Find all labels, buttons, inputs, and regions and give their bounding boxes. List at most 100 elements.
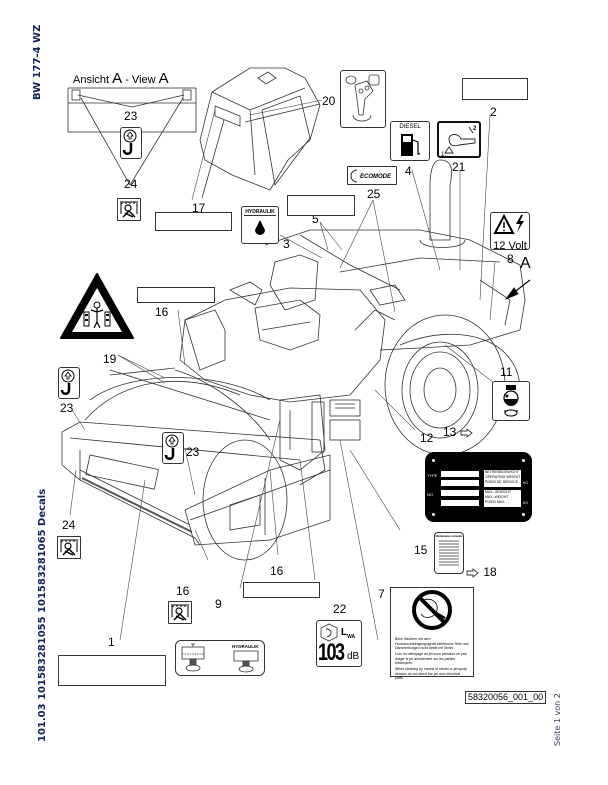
max-weight-box: MAX. GEWICHT MAX. WEIGHT POIDS MAX. xyxy=(484,490,521,507)
blank-decal-17 xyxy=(155,212,232,231)
callout-16-drum: 16 xyxy=(270,564,284,578)
callout-23-front: 23 xyxy=(186,445,200,459)
plate-field xyxy=(441,500,479,506)
callout-23-left: 23 xyxy=(60,401,74,415)
callout-7: 7 xyxy=(378,587,385,601)
drum-oil-decal xyxy=(492,381,530,421)
lever-decal: 1. 2 xyxy=(437,121,481,158)
tie-down-decal-left xyxy=(57,536,81,559)
blank-decal-16 xyxy=(137,287,215,303)
plate-screw xyxy=(432,459,435,462)
view-title: Ansicht A - View A xyxy=(73,70,169,87)
cleaning-notice-decal: Beim Säubern mit dem Hochdruckreinigungs… xyxy=(390,587,474,680)
kg-unit-1: KG xyxy=(523,481,529,485)
blank-decal-5 xyxy=(287,195,355,216)
oil-drop-icon xyxy=(255,220,265,236)
tie-down-point-icon xyxy=(60,539,78,556)
callout-25: 25 xyxy=(367,187,381,201)
noise-unit: dB xyxy=(347,651,360,662)
view-a-frame xyxy=(67,87,197,186)
plate-screw xyxy=(522,459,525,462)
maintenance-lines-icon xyxy=(439,540,459,566)
max-weight-fr: POIDS MAX. xyxy=(485,500,506,504)
view-title-mid: - View xyxy=(122,74,159,86)
callout-18-number: 18 xyxy=(483,565,497,579)
hydraulik-level-label: HYDRAULIK xyxy=(232,644,259,649)
operating-weight-box: BETRIEBSGEWICHT OPERATING WEIGHT POIDS D… xyxy=(484,470,521,487)
plate-no-label: NO xyxy=(427,492,433,497)
cleaning-text-de: Beim Säubern mit dem Hochdruckreinigungs… xyxy=(395,637,469,651)
access-steps xyxy=(311,399,361,453)
lifting-hook-icon xyxy=(164,434,179,460)
hydraulik-tank-decal: HYDRAULIK xyxy=(241,206,279,244)
lever-icon: 1. 2 xyxy=(441,126,477,158)
diesel-decal: DIESEL xyxy=(390,121,430,161)
fuel-pump-icon xyxy=(401,134,420,156)
ecomode-icon: ECOMODE xyxy=(350,169,392,183)
crush-hazard-warning-sign xyxy=(60,273,134,339)
callout-1: 1 xyxy=(108,635,115,649)
noise-l: L xyxy=(341,627,348,638)
callout-4: 4 xyxy=(405,164,412,178)
lever-step-2: 2 xyxy=(473,126,477,132)
view-arrow xyxy=(504,279,531,300)
refer-arrow-icon xyxy=(466,567,479,578)
electric-warning-icon xyxy=(493,213,524,234)
callout-18: 18 xyxy=(466,566,497,578)
callout-13-number: 13 xyxy=(443,425,457,439)
tie-down-decal-view xyxy=(117,198,141,221)
lifting-point-decal-left xyxy=(58,367,80,399)
drum xyxy=(84,367,288,561)
callout-8: 8 xyxy=(507,252,514,266)
callout-11: 11 xyxy=(500,365,513,379)
joystick-decal xyxy=(340,70,386,128)
blank-decal-1 xyxy=(58,655,166,686)
view-letter: A xyxy=(158,70,169,87)
joystick-icon xyxy=(345,74,380,122)
callout-20: 20 xyxy=(322,94,336,108)
hydraulik-level-decal: HYDRAULIK xyxy=(175,640,265,676)
callout-9: 9 xyxy=(215,597,222,611)
callout-16-bottom: 16 xyxy=(176,584,190,598)
callout-3: 3 xyxy=(283,237,290,251)
tie-down-point-icon xyxy=(171,604,189,621)
callout-13: 13 xyxy=(443,426,474,438)
lever-step-1: 1. xyxy=(441,152,446,157)
cleaning-text-fr: Lors du nettoyage au jet sous pression n… xyxy=(395,652,467,665)
callout-12: 12 xyxy=(420,431,434,445)
operating-weight-fr: POIDS DE SERVICE xyxy=(485,480,519,484)
no-high-pressure-cleaning-icon xyxy=(412,590,452,630)
cab xyxy=(199,67,321,199)
operating-weight-de: BETRIEBSGEWICHT xyxy=(485,470,519,474)
plate-no-field xyxy=(441,490,479,496)
voltage-label: 12 Volt xyxy=(493,240,527,252)
callout-23-view: 23 xyxy=(124,109,138,123)
callout-16-top: 16 xyxy=(155,305,169,319)
center-frame xyxy=(279,394,326,471)
operating-weight-en: OPERATING WEIGHT xyxy=(485,475,521,479)
view-arrow-label: A xyxy=(520,255,531,272)
plate-type-field xyxy=(441,471,479,477)
fluid-level-icon xyxy=(181,643,259,673)
noise-wa: WA xyxy=(347,634,356,640)
plate-field xyxy=(441,480,479,486)
lifting-point-decal-view xyxy=(120,127,142,159)
callout-15: 15 xyxy=(414,543,428,557)
callout-2: 2 xyxy=(490,105,497,119)
rear-hood xyxy=(264,159,526,351)
plate-screw xyxy=(522,513,525,516)
drum-oil-level-icon xyxy=(503,385,519,417)
drawing-number: 58320056_001_00 xyxy=(465,691,547,704)
max-weight-en: MAX. WEIGHT xyxy=(485,495,509,499)
blank-decal-9 xyxy=(243,582,320,598)
leader-lines xyxy=(69,99,496,641)
type-plate: TYPE NO BETRIEBSGEWICHT OPERATING WEIGHT… xyxy=(425,452,532,522)
callout-21: 21 xyxy=(452,160,466,174)
hydraulik-label: HYDRAULIK xyxy=(244,209,276,216)
ear-protection-icon xyxy=(320,623,338,642)
plate-type-label: TYPE xyxy=(427,473,438,478)
lifting-hook-icon xyxy=(60,369,75,395)
noise-value: 103 xyxy=(318,639,345,666)
maintenance-schedule-decal: Maintenance schedule xyxy=(434,532,464,574)
